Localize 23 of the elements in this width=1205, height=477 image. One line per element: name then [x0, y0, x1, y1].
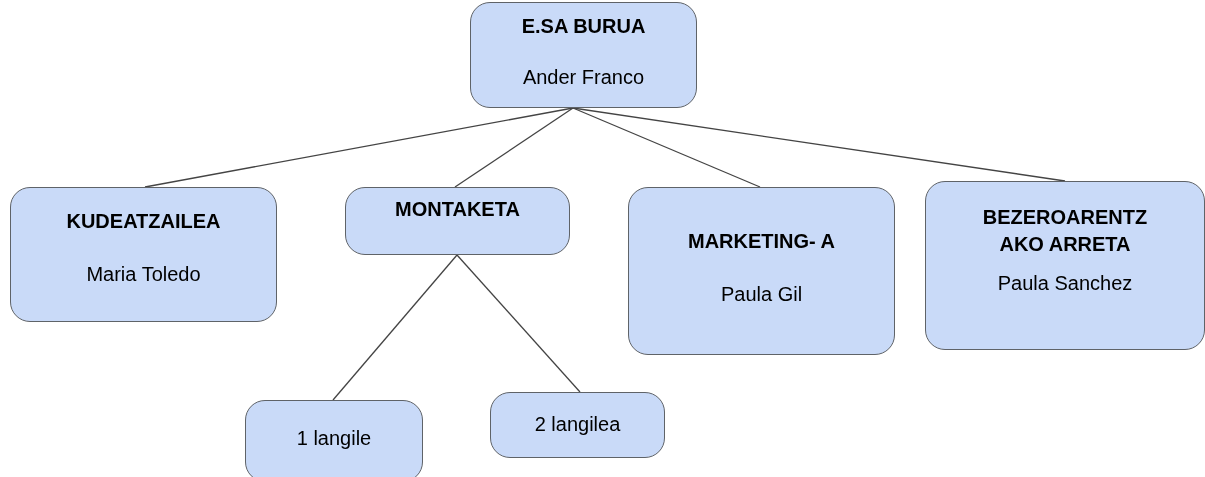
person-name: Paula Gil [720, 282, 803, 307]
staff-label: 1 langile [296, 426, 372, 451]
staff-label: 2 langilea [534, 412, 621, 437]
org-unit-box [245, 400, 423, 477]
connector-line [332, 254, 458, 401]
unit-title: MARKETING- A [688, 229, 835, 254]
connector-line [572, 107, 1066, 182]
unit-title: KUDEATZAILEA [66, 209, 221, 234]
unit-title: E.SA BURUA [521, 14, 646, 39]
org-unit-box [345, 187, 570, 255]
person-name: Maria Toledo [86, 262, 201, 287]
org-unit-box [490, 392, 665, 458]
person-name: Paula Sanchez [997, 271, 1133, 296]
unit-title: MONTAKETA [395, 197, 520, 222]
role-box [925, 181, 1205, 350]
role-box [628, 187, 895, 355]
role-box [10, 187, 277, 322]
unit-title: BEZEROARENTZ AKO ARRETA [981, 205, 1149, 257]
connector-line [572, 107, 761, 188]
person-name: Ander Franco [522, 65, 645, 90]
connector-line [456, 254, 581, 393]
connector-line [454, 107, 574, 188]
role-box [470, 2, 697, 108]
